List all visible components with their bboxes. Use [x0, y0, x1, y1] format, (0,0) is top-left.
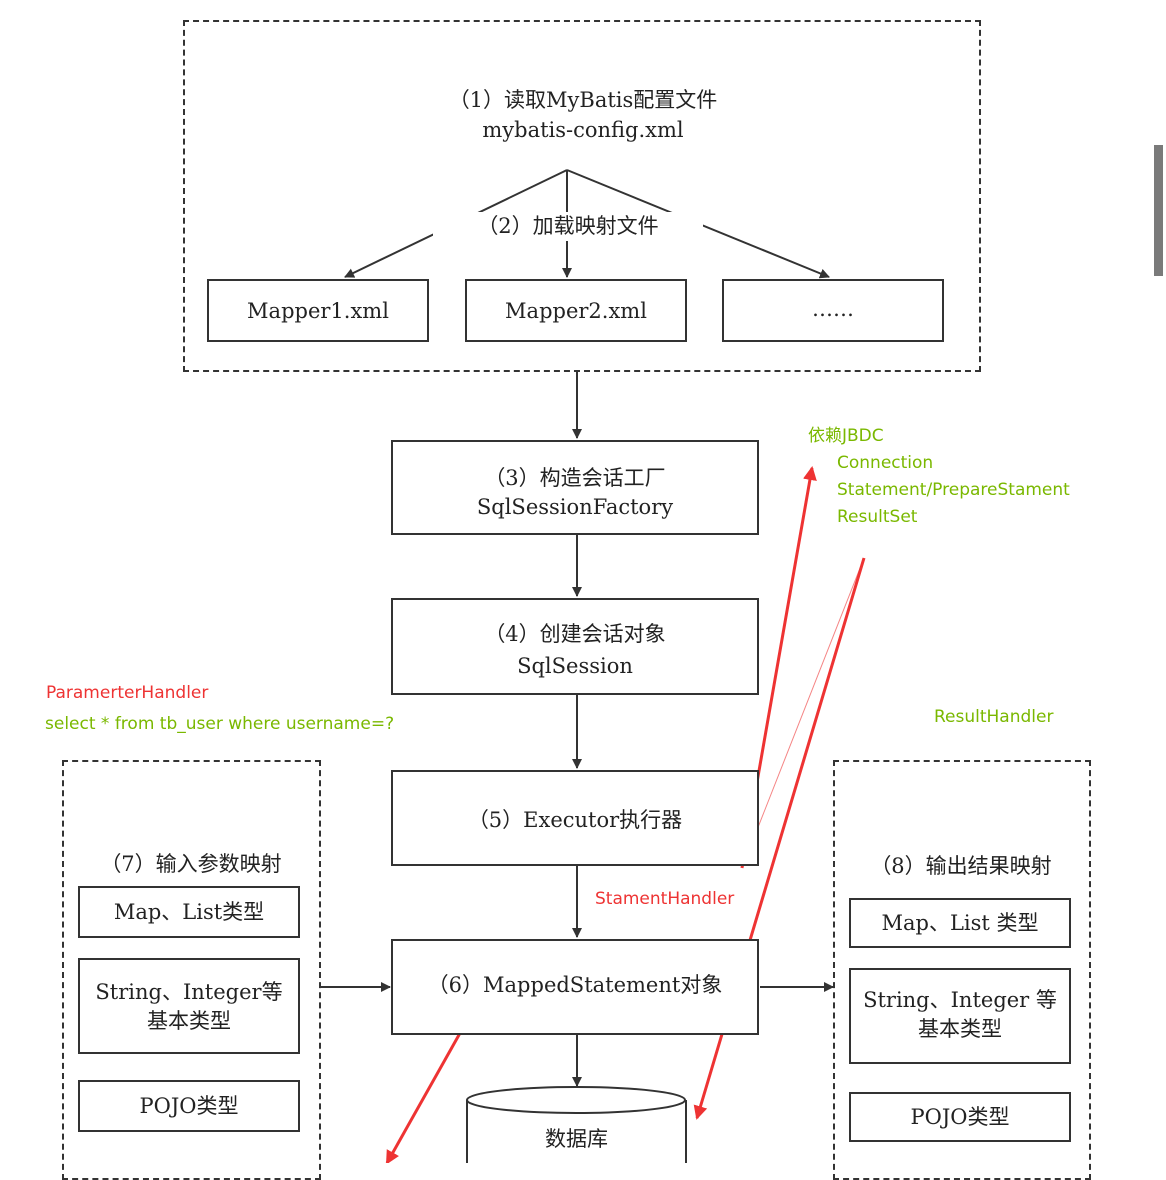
step6-title: （6）MappedStatement对象: [427, 973, 723, 997]
step3-title: （3）构造会话工厂: [484, 466, 666, 490]
output-basic-types-label: String、Integer 等 基本类型: [863, 988, 1057, 1042]
mapper2-box: Mapper2.xml: [465, 279, 687, 342]
jdbc-connection: Connection: [837, 453, 934, 473]
output-pojo-box: POJO类型: [849, 1092, 1071, 1142]
input-map-list-label: Map、List类型: [113, 900, 265, 924]
database-cylinder-top: [466, 1086, 686, 1114]
step5-title: （5）Executor执行器: [467, 808, 683, 832]
jdbc-resultset: ResultSet: [837, 507, 918, 527]
mapper2-label: Mapper2.xml: [505, 299, 647, 323]
step2-title: （2）加载映射文件: [433, 212, 703, 242]
parameter-handler-label: ParamerterHandler: [46, 683, 209, 703]
step1-title: （1）读取MyBatis配置文件: [448, 88, 718, 112]
output-map-list-label: Map、List 类型: [881, 911, 1039, 935]
step1-config-file: mybatis-config.xml: [482, 118, 684, 142]
executor-box: （5）Executor执行器: [391, 770, 759, 866]
step3-class: SqlSessionFactory: [476, 495, 674, 519]
input-pojo-box: POJO类型: [78, 1080, 300, 1132]
output-basic-types-box: String、Integer 等 基本类型: [849, 968, 1071, 1064]
output-map-list-box: Map、List 类型: [849, 898, 1071, 948]
red-arrow-mapped-statement-down: [385, 1009, 475, 1163]
session-factory-box: （3）构造会话工厂 SqlSessionFactory: [391, 440, 759, 535]
step4-title: （4）创建会话对象: [484, 622, 666, 646]
output-pojo-label: POJO类型: [910, 1105, 1010, 1129]
sql-example-label: select * from tb_user where username=?: [45, 714, 395, 734]
jdbc-dependency-title: 依赖JBDC: [808, 426, 884, 446]
database-label: 数据库: [545, 1127, 608, 1151]
database-cylinder-body: [466, 1100, 687, 1163]
session-box: （4）创建会话对象 SqlSession: [391, 598, 759, 695]
input-pojo-label: POJO类型: [139, 1094, 239, 1118]
input-basic-types-label: String、Integer等 基本类型: [95, 980, 283, 1034]
config-loading-group: [183, 20, 981, 372]
input-mapping-title: （7）输入参数映射: [100, 852, 282, 876]
mapper-more-label: ……: [812, 297, 854, 321]
jdbc-statement: Statement/PrepareStament: [837, 480, 1070, 500]
mapper-more-box: ……: [722, 279, 944, 342]
input-map-list-box: Map、List类型: [78, 886, 300, 938]
statement-handler-label: StamentHandler: [595, 886, 735, 913]
result-handler-label: ResultHandler: [934, 707, 1054, 727]
step4-class: SqlSession: [517, 654, 633, 678]
scrollbar-thumb[interactable]: [1154, 145, 1163, 276]
mapper1-box: Mapper1.xml: [207, 279, 429, 342]
output-mapping-title: （8）输出结果映射: [870, 854, 1052, 878]
input-basic-types-box: String、Integer等 基本类型: [78, 958, 300, 1054]
mapped-statement-box: （6）MappedStatement对象: [391, 939, 759, 1035]
mapper1-label: Mapper1.xml: [247, 299, 389, 323]
red-line-thin-jdbc: [741, 557, 865, 869]
